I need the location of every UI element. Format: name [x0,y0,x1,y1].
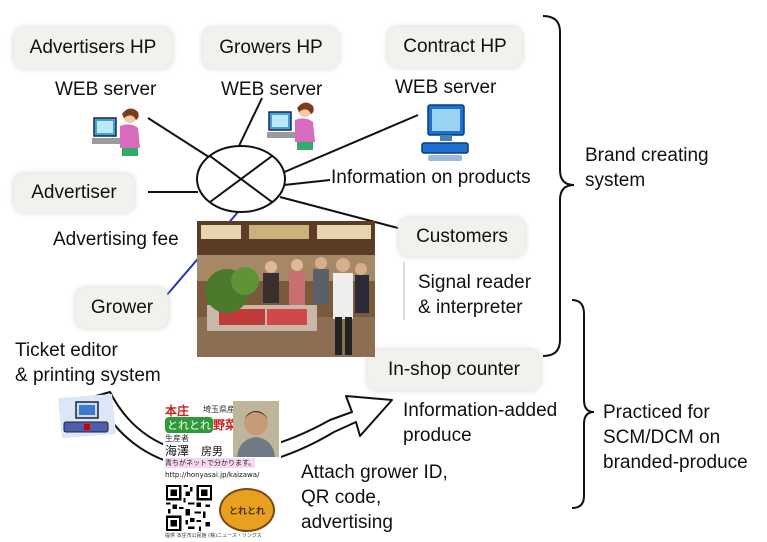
practiced-line3: branded-produce [603,452,748,473]
produce-ticket: 本庄 埼玉県産 とれとれ 野菜 生産者 海澤 房男 青ちがネットで分かります。 … [163,401,281,541]
signal-reader-line1: Signal reader [418,272,532,293]
ticket-origin: 埼玉県産 [203,405,235,414]
line-hub-to-customers [279,196,399,229]
advertisers-hp-box: Advertisers HP [14,28,172,68]
signal-reader-line2: & interpreter [418,297,523,318]
person-at-computer-icon [92,108,140,156]
computer-icon [421,104,469,161]
web-server-label-2: WEB server [221,79,323,100]
information-added-line2: produce [403,425,472,446]
qr-code-icon [166,485,212,531]
ticket-url: http://honyasai.jp/kaizawa/ [165,471,260,479]
bracket-practiced [571,299,595,509]
grower-photo [233,401,279,457]
ticket-stamp: とれとれ [219,488,275,532]
ticket-brand-b: 野菜 [213,418,238,432]
bracket-brand-creating [542,15,575,357]
hub-node [196,145,286,213]
brand-creating-line2: system [585,170,646,191]
attach-line3: advertising [301,512,393,533]
ticket-tagline: 青ちがネットで分かります。 [165,458,256,468]
ticket-editor-line2: & printing system [15,365,161,386]
computer-icon [58,394,116,438]
ticket-place: 本庄 [165,404,190,418]
web-server-label-3: WEB server [395,77,497,98]
shop-photo [197,221,375,357]
ticket-stamp-text: とれとれ [228,506,265,517]
advertiser-box: Advertiser [14,174,134,212]
contract-hp-box: Contract HP [388,27,522,67]
practiced-for-scm-label: Practiced for SCM/DCM on branded-produce [603,400,748,475]
information-added-produce-label: Information-added produce [403,398,557,448]
ticket-producer-name-2: 房男 [201,445,223,458]
person-at-computer-icon [267,102,315,150]
brand-creating-line1: Brand creating [585,145,709,166]
advertising-fee-label: Advertising fee [53,229,179,250]
attach-line1: Attach grower ID, [301,462,448,483]
attach-grower-id-label: Attach grower ID, QR code, advertising [301,460,448,535]
attach-line2: QR code, [301,487,382,508]
ticket-producer-name-1: 海澤 [165,444,190,458]
line-contract-server-to-hub [281,114,419,174]
information-on-products-label: Information on products [331,167,531,188]
signal-reader-label: Signal reader & interpreter [418,270,531,320]
growers-hp-box: Growers HP [203,28,339,68]
line-growers-server-to-hub [237,97,263,149]
practiced-line1: Practiced for [603,402,710,423]
web-server-label-1: WEB server [55,79,157,100]
brand-creating-system-label: Brand creating system [585,143,709,193]
line-advertisers-pc-to-hub [147,117,213,160]
in-shop-counter-box: In-shop counter [368,350,540,390]
practiced-line2: SCM/DCM on [603,427,721,448]
information-added-line1: Information-added [403,400,558,421]
ticket-brand-a: とれとれ [165,417,213,433]
customers-box: Customers [399,218,525,256]
line-hub-to-products [283,179,331,186]
ticket-editor-label: Ticket editor & printing system [15,338,161,388]
grower-box: Grower [76,288,168,328]
ticket-footer: 提供 本庄市公民館 (株)ニュース・リンクス [165,533,262,539]
ticket-editor-line1: Ticket editor [15,340,118,361]
ticket-producer-label: 生産者 [165,434,189,443]
